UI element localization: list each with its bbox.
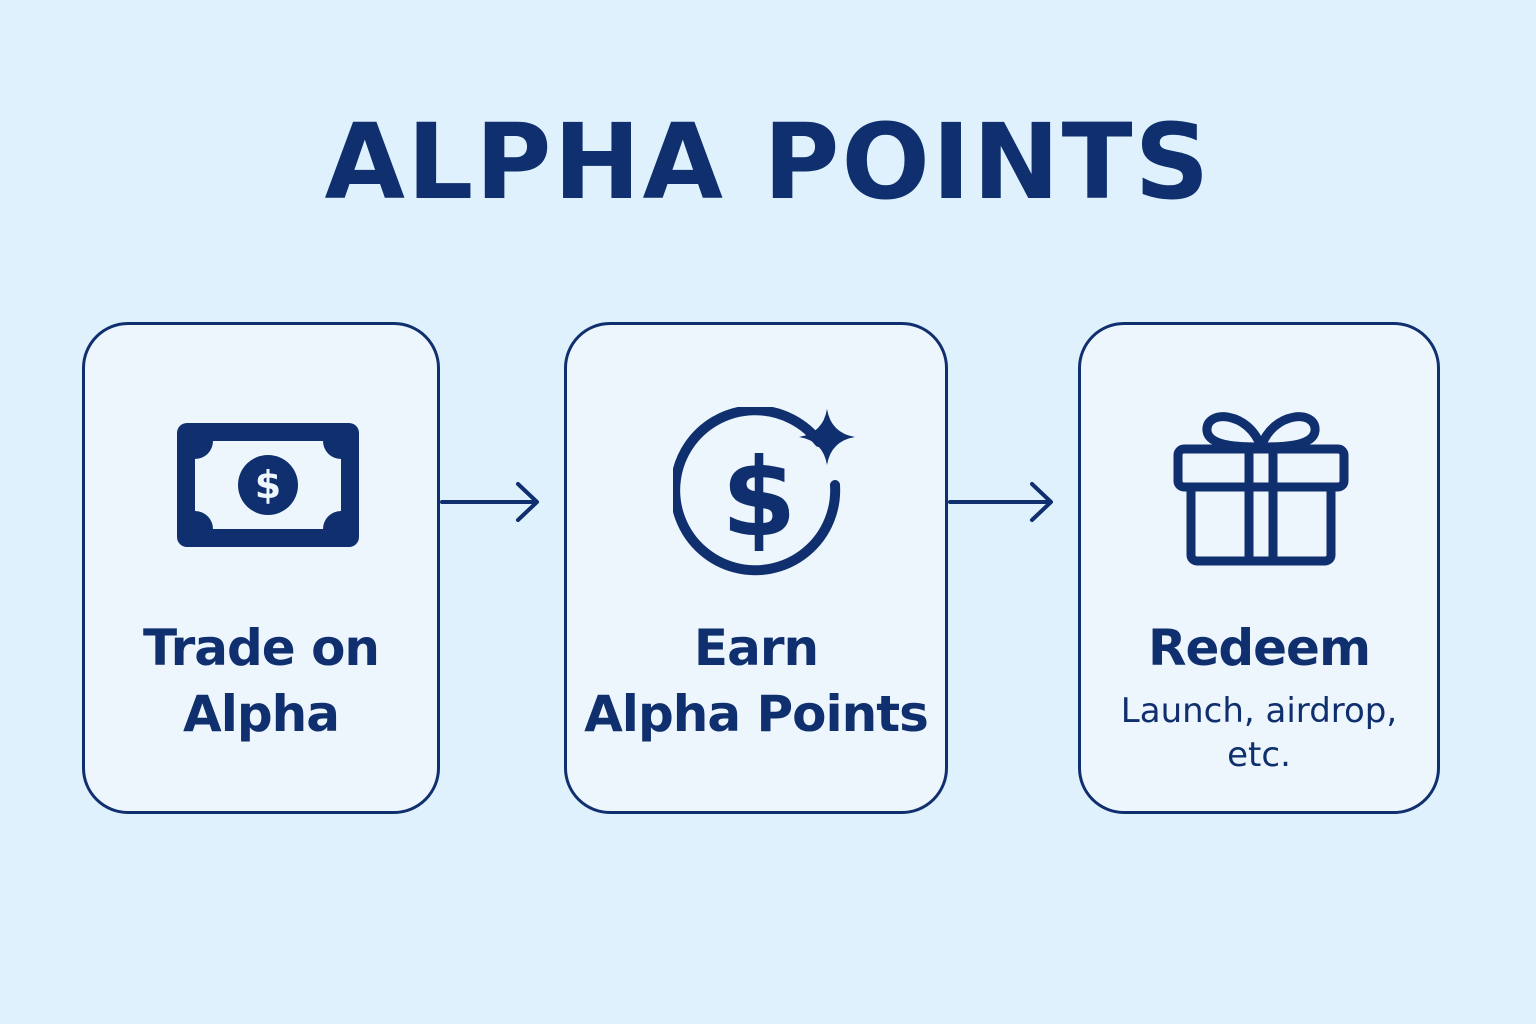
step-label-trade: Trade on Alpha (142, 619, 380, 743)
coin-dollar-sparkle-icon: $ (673, 407, 855, 576)
step-card-redeem: Redeem Launch, airdrop, etc. (1078, 322, 1440, 814)
arrow-right-icon (948, 482, 1053, 522)
gift-icon (1173, 412, 1349, 566)
step-label-earn: Earn Alpha Points (584, 619, 929, 743)
diagram-title: ALPHA POINTS (324, 101, 1212, 223)
arrow-right-icon (440, 482, 539, 522)
svg-text:$: $ (721, 436, 796, 561)
banknote-dollar-icon: $ (177, 423, 359, 547)
step-label-redeem: Redeem (1147, 619, 1371, 677)
svg-text:$: $ (255, 463, 281, 507)
step-sublabel-redeem: Launch, airdrop, etc. (1120, 691, 1398, 775)
step-card-earn: $ Earn Alpha Points (564, 322, 948, 814)
step-card-trade: $ Trade on Alpha (82, 322, 440, 814)
